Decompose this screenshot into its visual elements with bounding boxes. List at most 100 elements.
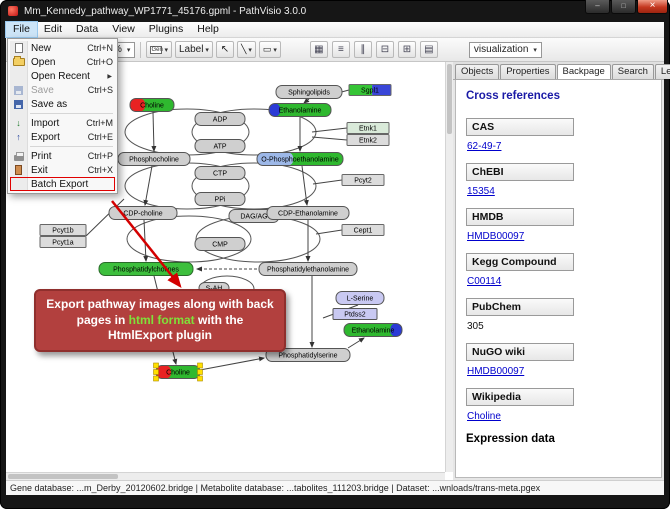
pathway-node-pcyt1a[interactable]: Pcyt1a: [39, 236, 87, 248]
menu-separator: [30, 113, 113, 114]
node-label: Ptdss2: [344, 312, 366, 319]
new-label-button[interactable]: Label: [174, 41, 213, 58]
xref-link[interactable]: 62-49-7: [467, 141, 502, 152]
new-geneproduct-button[interactable]: Gen: [146, 41, 172, 58]
menu-item-label: New: [31, 42, 52, 54]
file-menu-item-batch-export[interactable]: Batch Export: [10, 177, 115, 191]
xref-value: 15354: [467, 186, 651, 197]
selection-handle[interactable]: [197, 362, 203, 369]
pathway-node-ethanolamine[interactable]: Ethanolamine: [343, 323, 403, 337]
pathway-node-phosphatidylserine[interactable]: Phosphatidylserine: [265, 348, 351, 362]
pathway-node-pcyt1b[interactable]: Pcyt1b: [39, 224, 87, 236]
tab-legend[interactable]: Legend: [654, 64, 670, 79]
menu-plugins[interactable]: Plugins: [148, 23, 184, 35]
maximize-button[interactable]: [611, 0, 636, 14]
gel-view-button[interactable]: ▦: [309, 41, 328, 58]
vertical-scrollbar[interactable]: [445, 62, 453, 472]
menu-item-label: Export: [31, 131, 60, 143]
selection-handle[interactable]: [153, 369, 159, 375]
xref-link[interactable]: HMDB00097: [467, 366, 525, 377]
stack-button[interactable]: ▤: [419, 41, 438, 58]
node-label: Phosphatidylethanolamine: [267, 267, 349, 274]
pathway-node-ptdss2[interactable]: Ptdss2: [332, 308, 378, 320]
pathway-node-cept1[interactable]: Cept1: [341, 224, 385, 236]
menu-edit[interactable]: Edit: [43, 23, 63, 35]
menu-bar: File Edit Data View Plugins Help: [5, 21, 664, 38]
pathway-node-choline[interactable]: Choline: [153, 362, 203, 382]
line-tool-button[interactable]: [236, 41, 256, 58]
common-width-button[interactable]: ⊟: [375, 41, 394, 58]
pathway-node-sgpl1[interactable]: Sgpl1: [348, 84, 392, 96]
align-vertical-button[interactable]: ∥: [353, 41, 372, 58]
xref-title: NuGO wiki: [466, 343, 574, 361]
pathway-node-phosphatidylethanolamine[interactable]: Phosphatidylethanolamine: [258, 262, 358, 276]
xref-link[interactable]: C00114: [467, 276, 502, 287]
pathway-edge: [143, 165, 153, 206]
pathway-node-l-serine[interactable]: L-Serine: [335, 291, 385, 305]
tab-backpage[interactable]: Backpage: [556, 64, 611, 79]
file-menu-item-open-recent[interactable]: Open Recent▶: [10, 69, 115, 83]
minimize-button[interactable]: [585, 0, 610, 14]
horizontal-scrollbar-thumb[interactable]: [8, 474, 118, 479]
title-bar[interactable]: Mm_Kennedy_pathway_WP1771_45176.gpml - P…: [0, 0, 670, 22]
visualization-select[interactable]: visualization: [468, 41, 542, 58]
horizontal-scrollbar[interactable]: [6, 472, 445, 480]
shape-tool-button[interactable]: [258, 41, 281, 58]
common-height-button[interactable]: ⊞: [397, 41, 416, 58]
close-button[interactable]: [637, 0, 668, 14]
tab-properties[interactable]: Properties: [500, 64, 556, 79]
pathway-node-etnk1[interactable]: Etnk1: [346, 122, 390, 134]
pathway-node-choline[interactable]: Choline: [129, 98, 175, 112]
pathway-node-o-phosphoethanolamine[interactable]: O-Phosphoethanolamine: [256, 152, 344, 166]
selection-handle[interactable]: [153, 362, 159, 369]
menu-data[interactable]: Data: [76, 23, 99, 35]
file-menu-item-save-as[interactable]: Save as: [10, 97, 115, 111]
menu-file[interactable]: File: [5, 21, 38, 38]
selection-handle[interactable]: [197, 375, 203, 382]
selection-handle[interactable]: [153, 375, 159, 382]
status-text: Gene database: ...m_Derby_20120602.bridg…: [10, 483, 541, 493]
pathway-node-atp[interactable]: ATP: [194, 139, 246, 153]
vertical-scrollbar-thumb[interactable]: [447, 64, 452, 134]
pathway-node-cdp-ethanolamine[interactable]: CDP-Ethanolamine: [266, 206, 350, 220]
pathway-node-ethanolamine[interactable]: Ethanolamine: [268, 103, 332, 117]
node-label: Choline: [140, 103, 164, 110]
pathway-node-phosphatidylcholines[interactable]: Phosphatidylcholines: [98, 262, 194, 276]
menu-help[interactable]: Help: [197, 23, 219, 35]
node-label: Sgpl1: [361, 88, 379, 95]
pathway-node-adp[interactable]: ADP: [194, 112, 246, 126]
node-label: ATP: [213, 144, 226, 151]
xref-value: 62-49-7: [467, 141, 651, 152]
node-label: Pcyt1b: [52, 228, 74, 235]
node-label: Pcyt2: [354, 178, 372, 185]
xref-link[interactable]: Choline: [467, 411, 501, 422]
xref-link[interactable]: HMDB00097: [467, 231, 525, 242]
pathway-node-etnk2[interactable]: Etnk2: [346, 134, 390, 146]
tab-objects[interactable]: Objects: [455, 64, 500, 79]
pathway-node-phosphocholine[interactable]: Phosphocholine: [117, 152, 191, 166]
pathway-node-cdp-choline[interactable]: CDP-choline: [108, 206, 178, 220]
pathway-node-ctp[interactable]: CTP: [194, 166, 246, 180]
xref-link[interactable]: 15354: [467, 186, 495, 197]
menu-view[interactable]: View: [112, 23, 135, 35]
align-horizontal-button[interactable]: ≡: [331, 41, 350, 58]
pathway-node-pcyt2[interactable]: Pcyt2: [341, 174, 385, 186]
pathway-node-cmp[interactable]: CMP: [194, 237, 246, 251]
pathway-node-ppi[interactable]: PPi: [194, 192, 246, 206]
tab-search[interactable]: Search: [611, 64, 654, 79]
xref-title: CAS: [466, 118, 574, 136]
selection-handle[interactable]: [197, 369, 203, 375]
xref-title: Kegg Compound: [466, 253, 574, 271]
pathway-node-sphingolipids[interactable]: Sphingolipids: [275, 85, 343, 99]
submenu-arrow-icon: ▶: [107, 73, 112, 80]
pointer-tool-button[interactable]: [215, 41, 234, 58]
